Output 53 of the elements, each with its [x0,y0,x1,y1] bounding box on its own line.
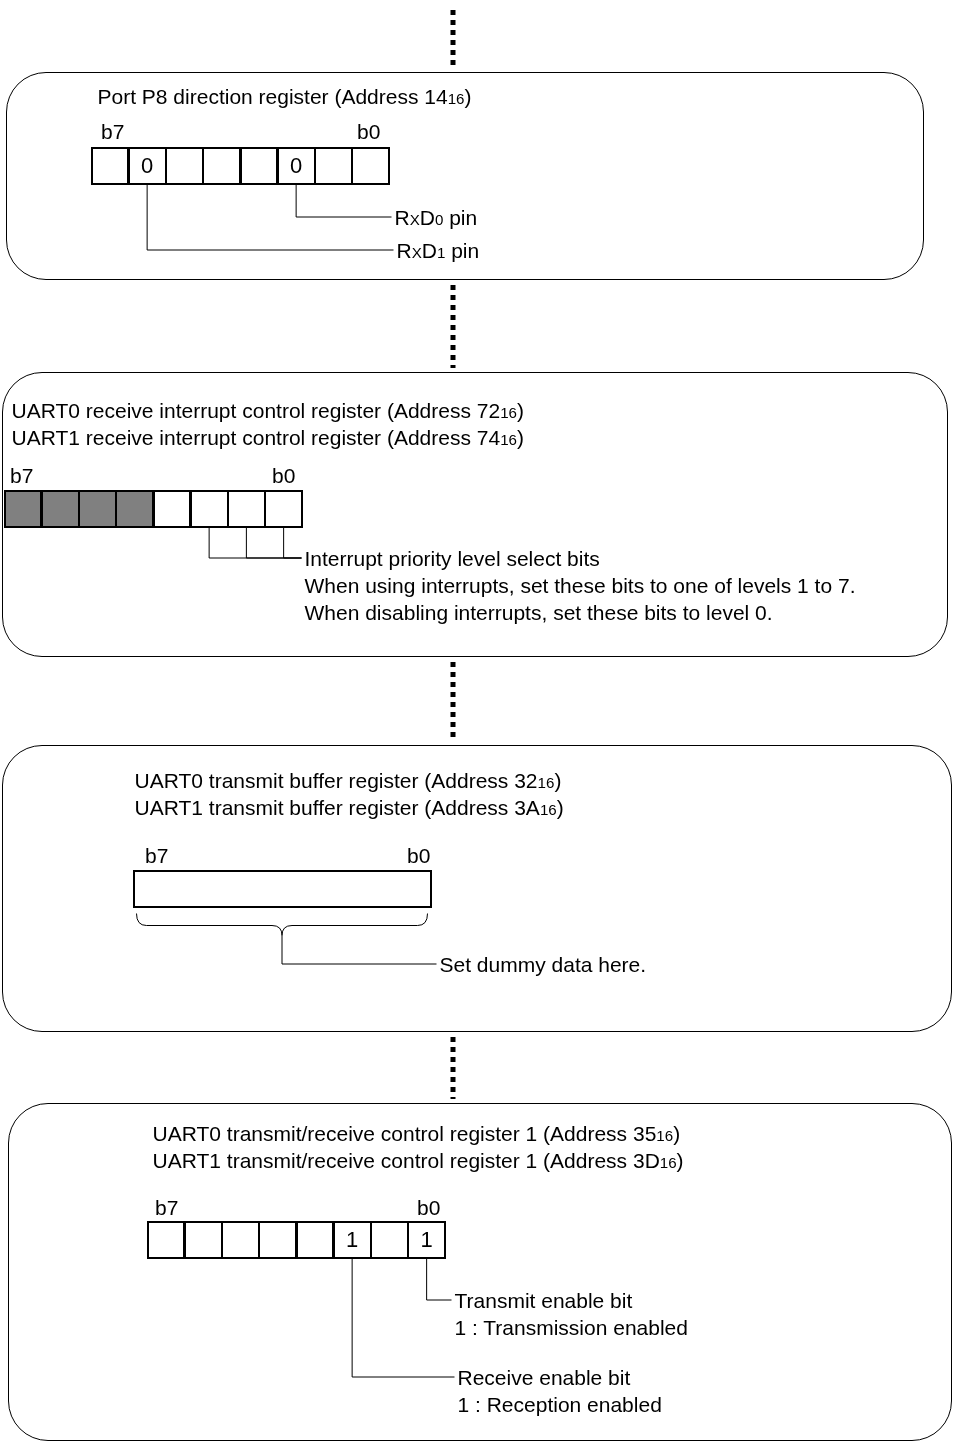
annotation-text: 1 : Transmission enabled [454,1314,688,1341]
bit-cell [314,146,353,185]
leader-line [295,184,392,218]
bit-label: b0 [272,463,296,488]
register-panel [2,372,948,657]
bit-cell [295,1220,335,1259]
bit-cell: 1 [407,1220,446,1259]
shaded-bit-cell [78,489,117,528]
leader-line [283,527,302,559]
bit-cell: 1 [332,1220,372,1259]
shaded-bit-cell [3,489,43,528]
bit-label: b7 [145,843,169,868]
bit-cell [351,146,390,185]
bit-cell [239,146,279,185]
bit-cell [258,1220,297,1259]
bit-cell [146,1220,186,1259]
register-box [132,869,432,908]
bit-label: b7 [155,1195,179,1220]
bit-cell [221,1220,260,1259]
bit-cell [165,146,204,185]
bit-cell [90,146,130,185]
leader-line [426,1258,452,1301]
leader-line [146,184,394,251]
register-panel [8,1103,952,1441]
dotted-line [450,1037,456,1099]
dotted-line [450,10,456,68]
annotation-text: Transmit enable bit [454,1287,633,1314]
annotation-text: Set dummy data here. [439,951,647,977]
annotation-text: Receive enable bit [457,1364,631,1391]
annotation-text: Interrupt priority level select bits [304,545,600,572]
bit-label: b0 [407,843,431,868]
annotation-text: 1 : Reception enabled [457,1391,662,1418]
bit-cell [152,489,192,528]
bit-label: b7 [101,119,125,144]
annotation-text: When disabling interrupts, set these bits to level 0. [304,599,773,626]
bit-cell: 0 [276,146,316,185]
bit-cell [202,146,241,185]
shaded-bit-cell [115,489,154,528]
bit-label: b0 [417,1195,441,1220]
bit-cell [370,1220,409,1259]
bit-cell [264,489,303,528]
bit-cell [189,489,229,528]
bit-cell: 0 [127,146,167,185]
register-panel [6,72,924,280]
bit-label: b0 [357,119,381,144]
annotation-text: When using interrupts, set these bits to one of levels 1 to 7. [304,572,856,599]
register-panel [2,745,952,1032]
bit-label: b7 [10,463,34,488]
shaded-bit-cell [40,489,80,528]
dotted-line [450,285,456,368]
leader-line [351,1258,455,1378]
bit-cell [227,489,266,528]
bit-cell [183,1220,223,1259]
